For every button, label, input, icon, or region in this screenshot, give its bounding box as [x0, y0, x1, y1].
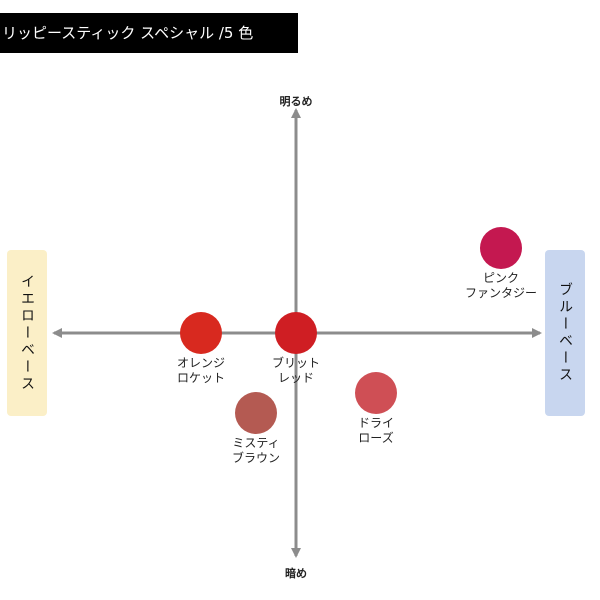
axis-label-left: イエローベース	[19, 273, 35, 393]
data-point-label-3: ミスティブラウン	[206, 436, 306, 466]
data-point-label-line: ローズ	[358, 431, 394, 445]
data-point-label-4: ドライローズ	[326, 416, 426, 446]
yellow-base-panel: イエローベース	[7, 250, 47, 416]
data-point-2	[275, 312, 317, 354]
axis-label-bottom: 暗め	[285, 567, 307, 580]
blue-base-panel: ブルーベース	[545, 250, 585, 416]
data-point-3	[235, 392, 277, 434]
chart-title: リッピースティック スペシャル /5 色	[0, 13, 298, 53]
data-point-label-line: ミスティ	[232, 436, 280, 450]
data-point-label-line: オレンジ	[176, 356, 225, 370]
data-point-label-line: ドライ	[357, 416, 394, 430]
data-point-0	[480, 227, 522, 269]
data-point-label-line: ファンタジー	[464, 286, 537, 300]
data-point-label-line: ブリット	[271, 356, 320, 370]
data-point-4	[355, 372, 397, 414]
data-point-label-line: ピンク	[482, 271, 519, 285]
axis-label-top: 明るめ	[279, 95, 313, 108]
data-point-label-1: オレンジロケット	[151, 356, 251, 386]
data-point-label-line: レッド	[277, 371, 314, 385]
data-point-label-2: ブリットレッド	[246, 356, 346, 386]
axis-label-right: ブルーベース	[557, 282, 573, 384]
data-point-label-line: ブラウン	[231, 451, 280, 465]
data-point-1	[180, 312, 222, 354]
data-point-label-0: ピンクファンタジー	[451, 271, 551, 301]
data-point-label-line: ロケット	[176, 371, 225, 385]
